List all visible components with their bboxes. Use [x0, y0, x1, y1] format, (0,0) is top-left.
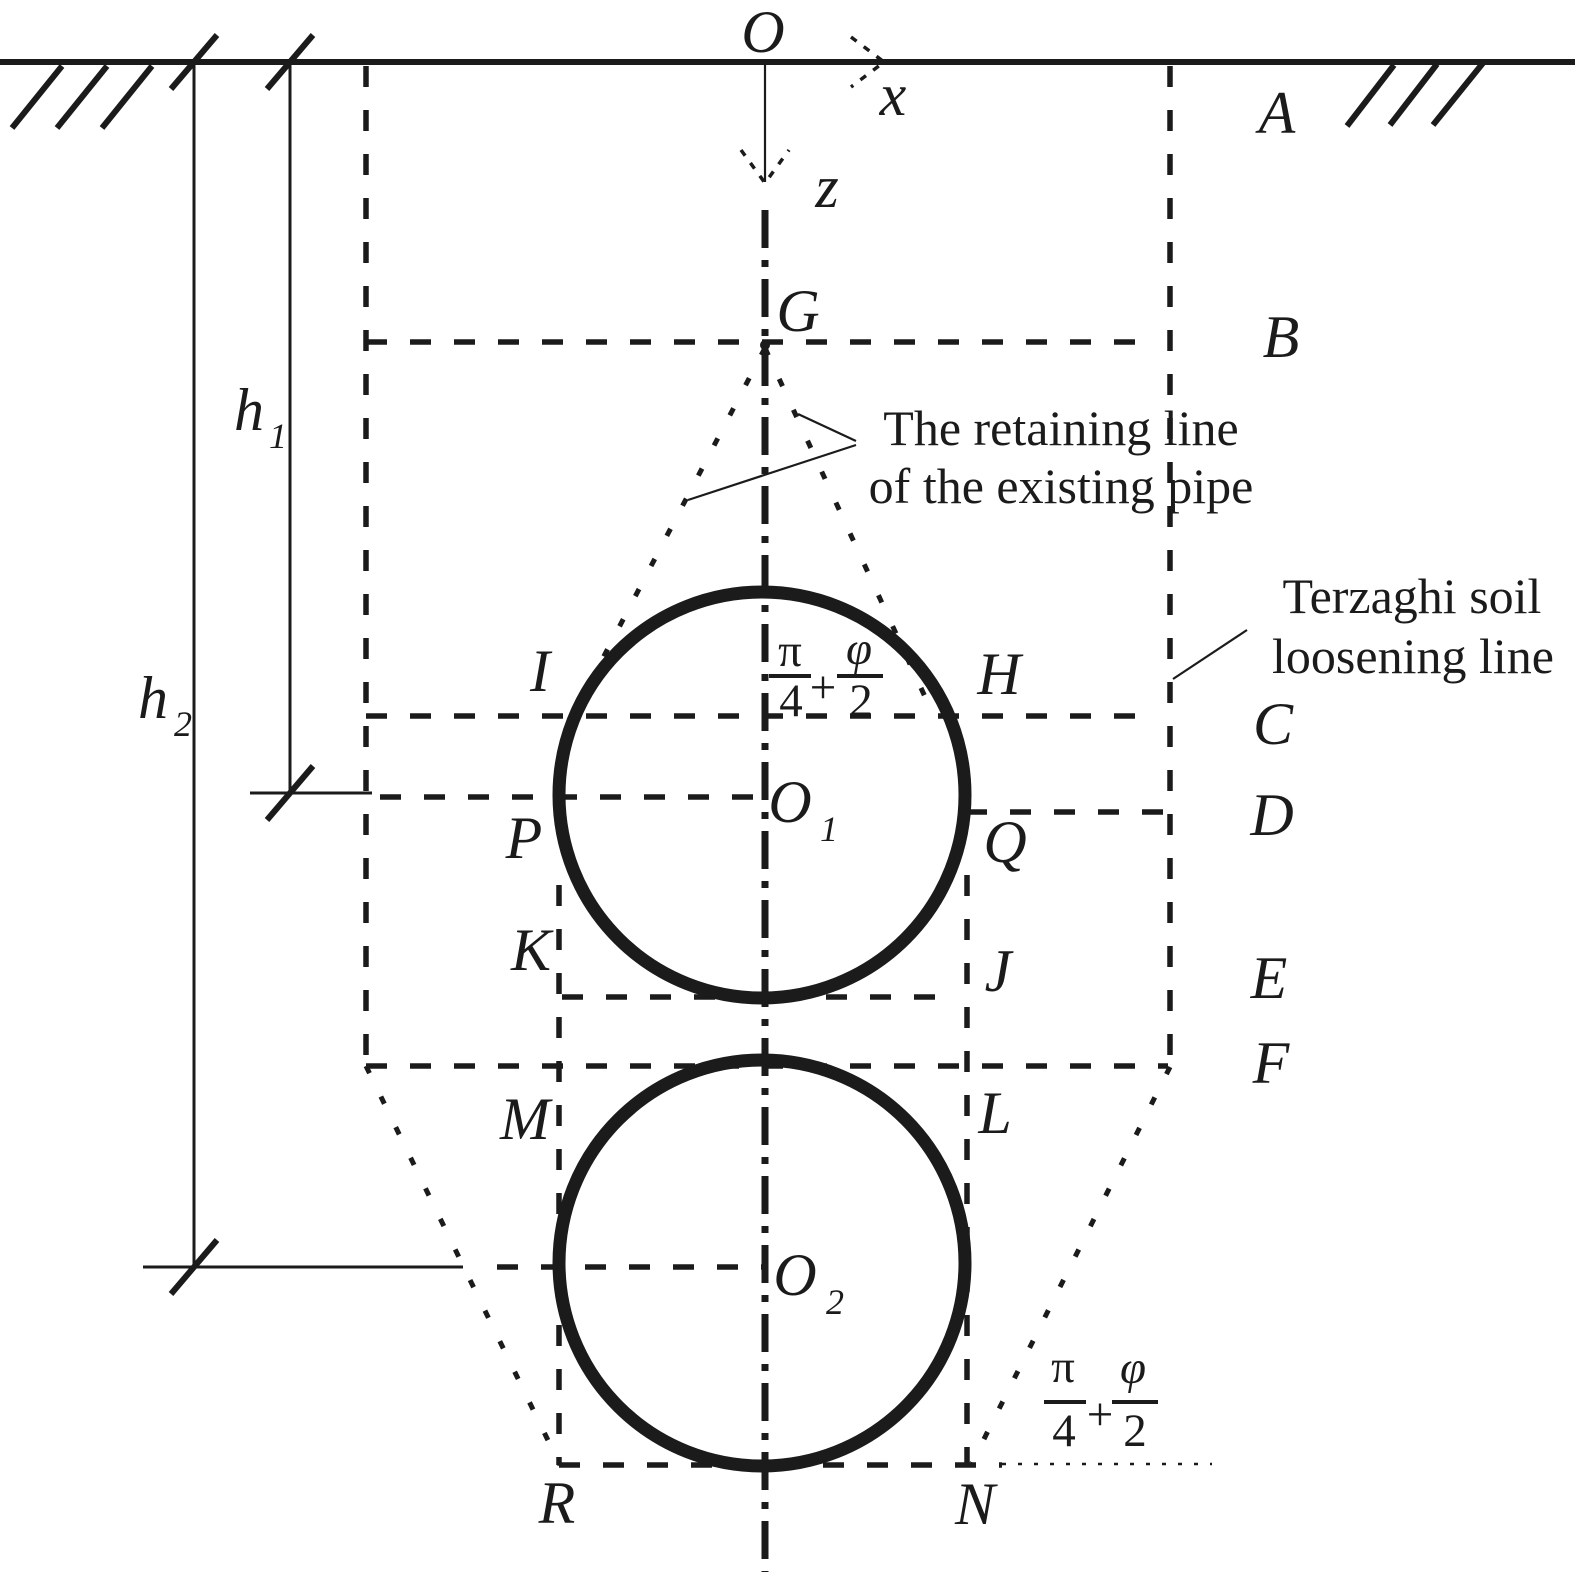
- h2-tick-top: [168, 33, 220, 91]
- retaining-annotation-line2: of the existing pipe: [869, 458, 1254, 514]
- point-label-H: H: [976, 641, 1024, 707]
- h1-tick-bottom: [264, 764, 316, 822]
- terzaghi-annotation-line1: Terzaghi soil: [1283, 568, 1542, 624]
- retaining-leader-lower: [687, 443, 857, 502]
- h1-tick-top: [264, 33, 316, 91]
- lower-angle-plus: +: [1087, 1389, 1114, 1441]
- z-axis-arrowhead-icon: [739, 148, 791, 186]
- point-label-E: E: [1250, 945, 1288, 1011]
- origin-label: O: [741, 0, 784, 65]
- point-label-D: D: [1249, 782, 1293, 848]
- lower-angle-four: 4: [1052, 1405, 1076, 1457]
- point-label-B: B: [1263, 304, 1300, 370]
- point-label-R: R: [538, 1470, 576, 1536]
- ground-hatch-left-1: [9, 64, 65, 130]
- slant-lines: [363, 340, 1173, 1467]
- ground-hatch-right-1: [1344, 63, 1397, 128]
- z-axis-label: z: [814, 154, 838, 220]
- upper-angle-plus: +: [810, 662, 837, 714]
- center-label-O1: O: [768, 769, 811, 835]
- x-axis-arrowhead-icon: [849, 35, 887, 89]
- retaining-annotation-line1: The retaining line: [883, 400, 1238, 456]
- h2-label: h: [138, 665, 168, 731]
- new-pipe-circle: [552, 1053, 972, 1473]
- construction-lines: [363, 66, 1212, 1468]
- point-label-K: K: [510, 917, 554, 983]
- existing-pipe-circle: [552, 585, 972, 1005]
- point-label-P: P: [505, 805, 543, 871]
- ground-surface: [0, 59, 1575, 130]
- angle-label-upper: π 4 + φ 2: [769, 623, 883, 727]
- h2-subscript: 2: [174, 704, 192, 744]
- h1-subscript: 1: [269, 416, 287, 456]
- point-label-J: J: [985, 938, 1014, 1004]
- point-label-I: I: [529, 638, 553, 704]
- retaining-line-left: [577, 346, 768, 704]
- upper-angle-phi: φ: [846, 623, 872, 675]
- center-label-O2-subscript: 2: [826, 1282, 844, 1322]
- point-label-A: A: [1255, 80, 1296, 146]
- retaining-leader-upper: [797, 413, 857, 442]
- ground-hatch-right-2: [1387, 62, 1440, 127]
- annotations: The retaining line of the existing pipe …: [687, 400, 1554, 684]
- dimension-h1: h 1: [234, 33, 372, 822]
- point-label-L: L: [977, 1080, 1011, 1146]
- ground-hatch-right-3: [1430, 61, 1486, 127]
- point-label-F: F: [1252, 1030, 1291, 1096]
- terzaghi-annotation-line2: loosening line: [1272, 628, 1554, 684]
- lower-angle-phi: φ: [1120, 1342, 1146, 1394]
- point-labels: A B C D E F G I H P Q K J M L R N O 1 O …: [499, 80, 1299, 1537]
- upper-angle-pi: π: [778, 625, 802, 677]
- ground-hatch-left-2: [54, 64, 110, 130]
- center-label-O2: O: [773, 1242, 816, 1308]
- point-label-Q: Q: [983, 809, 1026, 875]
- coordinate-axes: O x z: [739, 0, 907, 1572]
- center-label-O1-subscript: 1: [820, 809, 838, 849]
- h1-label: h: [234, 377, 264, 443]
- point-label-N: N: [954, 1471, 998, 1537]
- upper-angle-two: 2: [849, 675, 873, 727]
- x-axis-label: x: [879, 62, 907, 128]
- dimension-h2: h 2: [138, 33, 463, 1296]
- lower-angle-two: 2: [1123, 1405, 1147, 1457]
- point-label-G: G: [776, 278, 819, 344]
- point-label-C: C: [1253, 691, 1294, 757]
- terzaghi-slant-left: [363, 1064, 563, 1467]
- lower-angle-pi: π: [1051, 1341, 1075, 1393]
- pipes: [552, 585, 972, 1473]
- upper-angle-four: 4: [779, 675, 803, 727]
- ground-hatch-left-3: [99, 64, 155, 130]
- angle-label-lower: π 4 + φ 2: [1044, 1341, 1158, 1457]
- h2-tick-bottom: [168, 1238, 220, 1296]
- terzaghi-slant-right: [969, 1065, 1173, 1465]
- terzaghi-leader: [1172, 629, 1248, 680]
- point-label-M: M: [499, 1086, 553, 1152]
